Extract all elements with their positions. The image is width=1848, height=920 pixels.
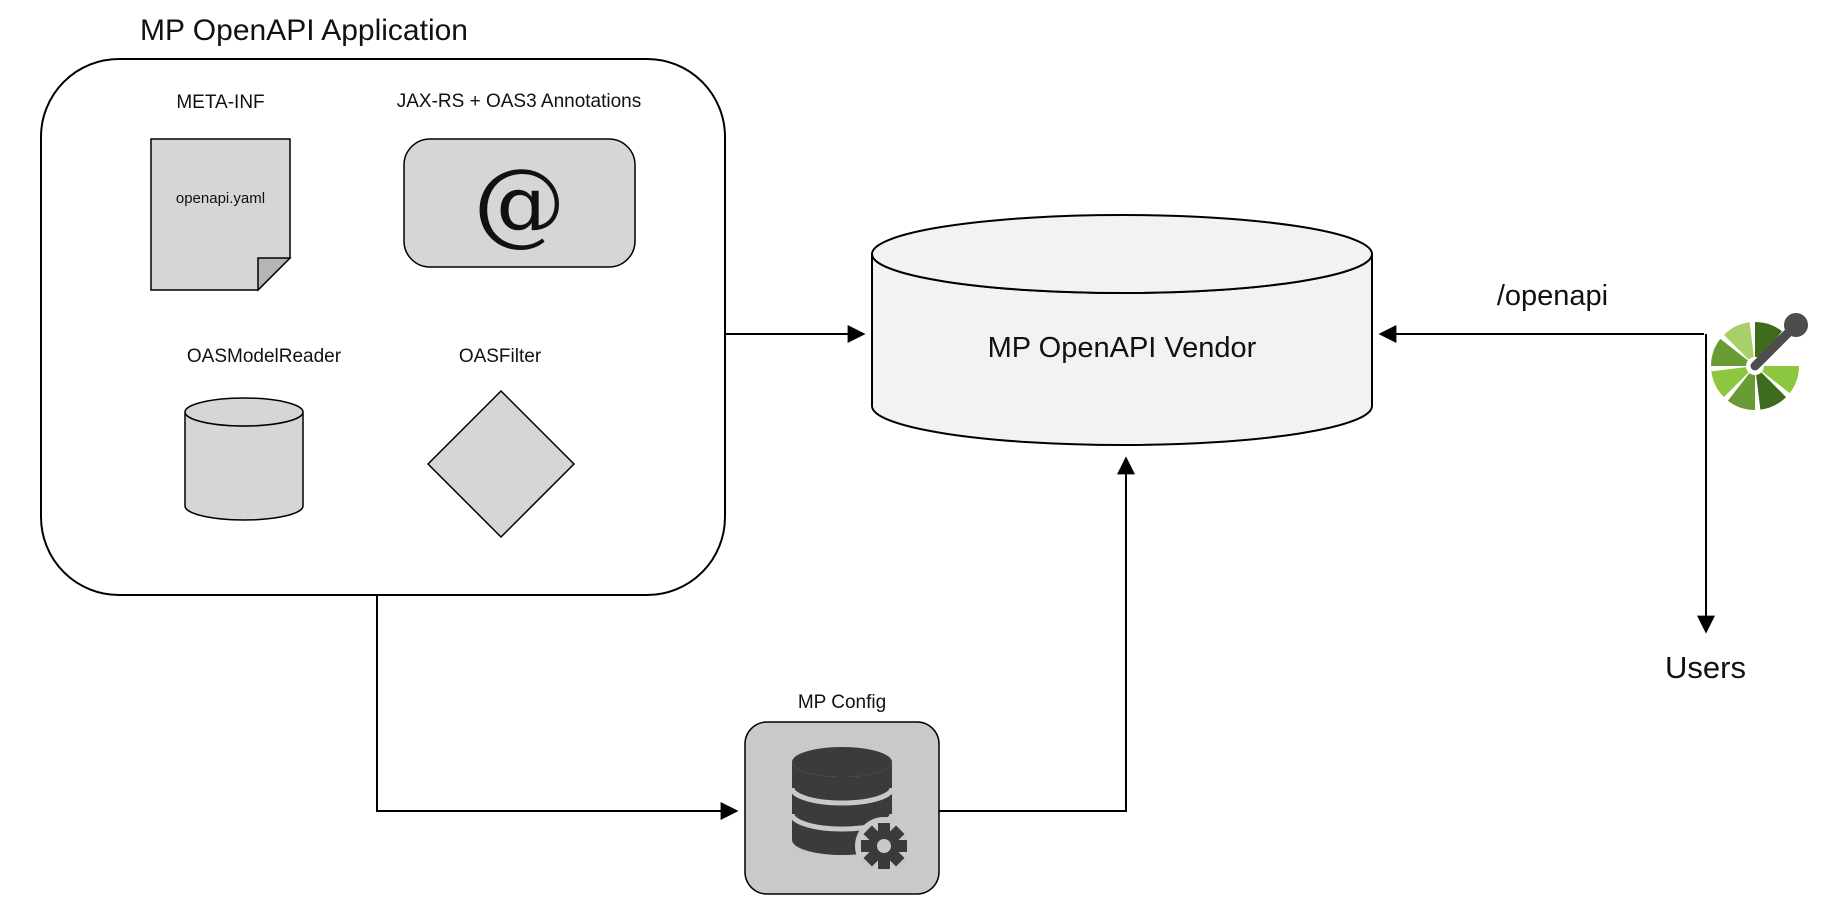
config-label: MP Config [797,692,887,713]
openapi-yaml-label: openapi.yaml [175,190,266,207]
filter-label: OASFilter [458,346,542,367]
app-box [40,58,726,596]
config-box [744,721,940,895]
gear-icon [855,817,913,875]
users-label: Users [1665,650,1746,685]
filter-diamond-icon [426,389,576,539]
model-reader-label: OASModelReader [186,346,342,367]
connector-config-to-vendor [939,456,1135,812]
endpoint-label: /openapi [1496,280,1609,312]
at-symbol: @ [473,149,566,256]
annotation-at-box [403,138,636,268]
meta-inf-label: META-INF [176,92,265,113]
model-reader-cylinder-icon [184,397,304,521]
annotations-label: JAX-RS + OAS3 Annotations [396,91,642,112]
connector-app-to-config [376,595,739,820]
openapi-logo-icon [1711,313,1808,411]
diagram-title: MP OpenAPI Application [140,14,468,47]
vendor-cylinder [871,214,1373,446]
document-icon [150,138,292,292]
vendor-label: MP OpenAPI Vendor [987,332,1257,364]
